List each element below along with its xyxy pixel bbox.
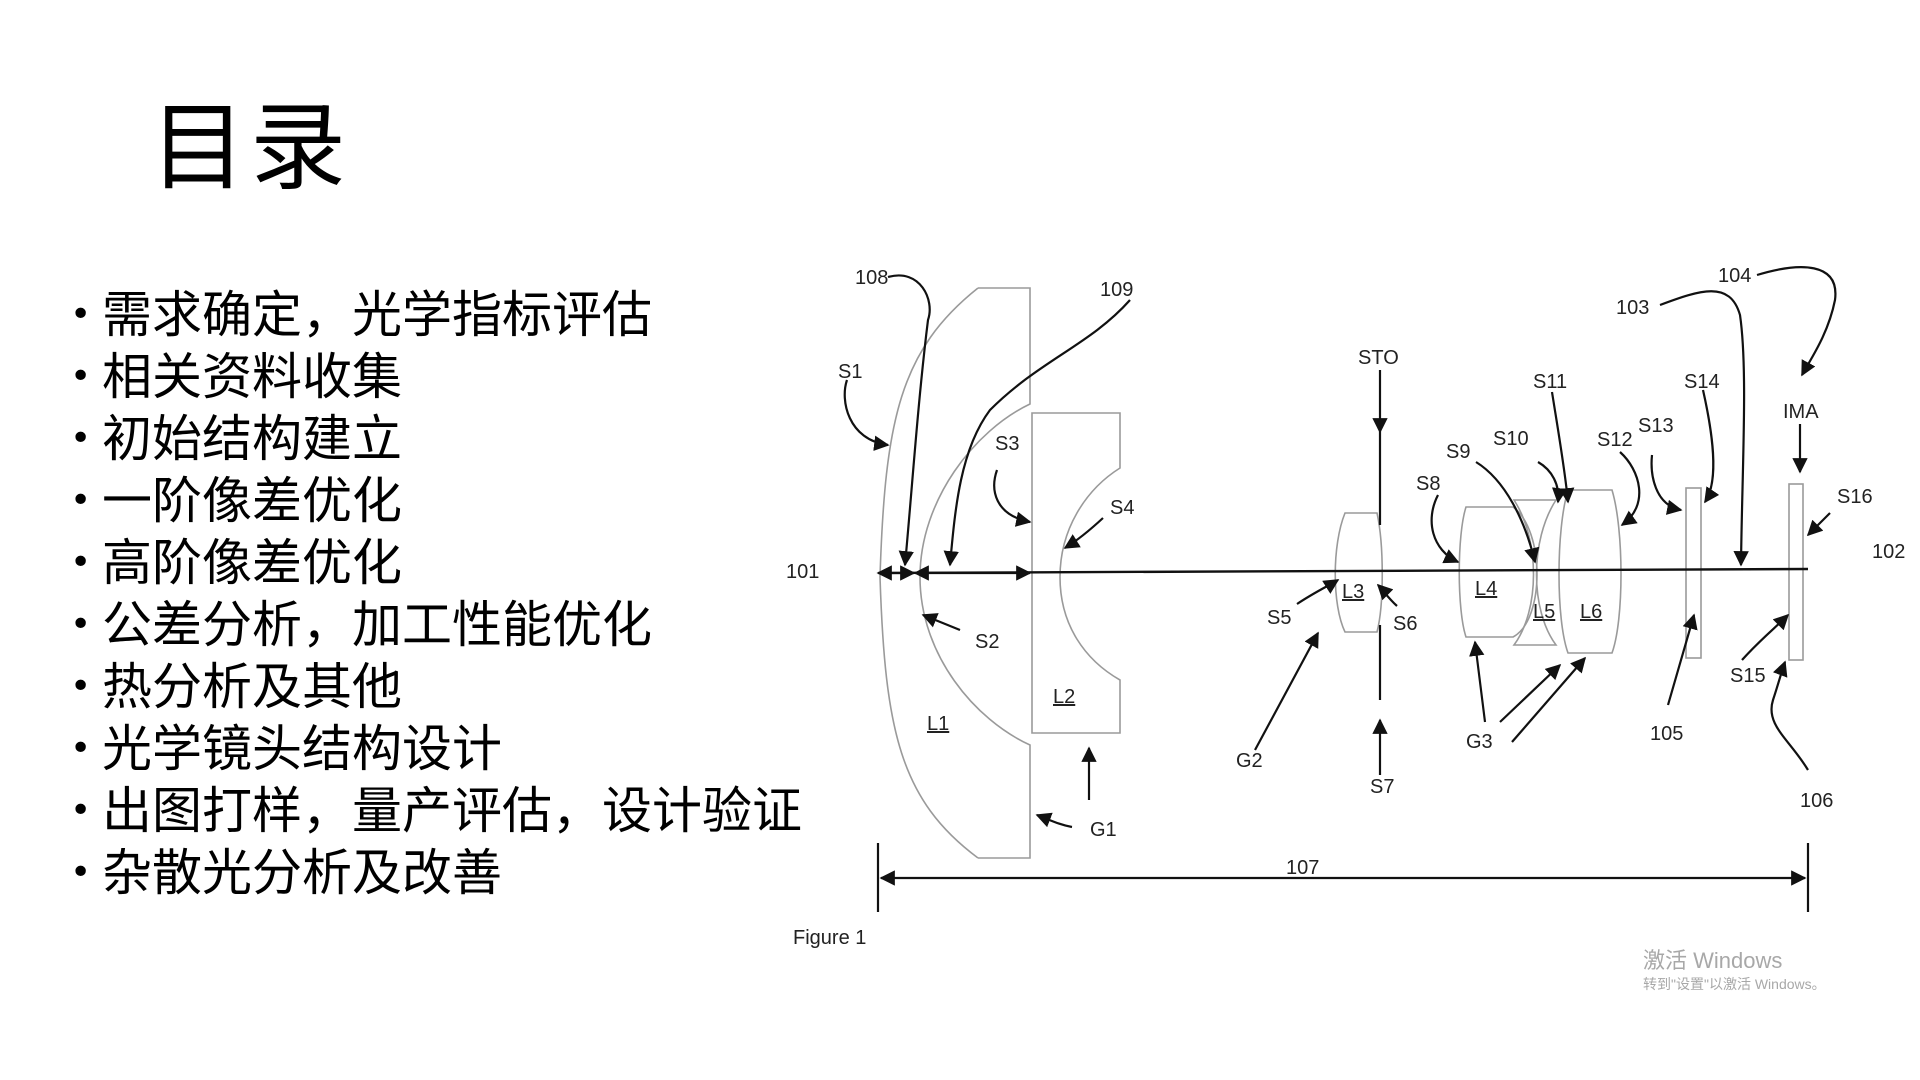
label-s9: S9 [1446, 441, 1470, 463]
leader-s2 [921, 613, 961, 632]
bullet-item: •出图打样，量产评估，设计验证 [70, 782, 802, 840]
leader-s13 [1650, 454, 1683, 515]
label-l6: L6 [1580, 601, 1602, 623]
bullet-item: •相关资料收集 [70, 348, 402, 406]
leader-s15 [1741, 613, 1790, 661]
label-105: 105 [1650, 723, 1683, 745]
bullet-item: •光学镜头结构设计 [70, 720, 502, 778]
bullet-dot: • [70, 418, 92, 459]
leader-g3-b [1499, 663, 1562, 723]
leader-s6 [1376, 583, 1398, 607]
label-l3: L3 [1342, 581, 1364, 603]
bullet-item: •高阶像差优化 [70, 534, 402, 592]
leader-103 [1659, 290, 1749, 567]
bullet-dot: • [70, 604, 92, 645]
leader-104 [1756, 266, 1837, 377]
bullet-dot: • [70, 852, 92, 893]
bullet-item: •热分析及其他 [70, 658, 402, 716]
leader-s8 [1430, 494, 1460, 564]
label-107: 107 [1286, 857, 1319, 879]
lens-l6 [1558, 489, 1622, 654]
label-104: 104 [1718, 265, 1751, 287]
image-plane-106 [1788, 483, 1804, 661]
bullet-dot: • [70, 356, 92, 397]
lens-l4 [1458, 506, 1538, 638]
optical-axis [879, 567, 1809, 575]
leader-108 [887, 274, 931, 567]
label-s3: S3 [995, 433, 1019, 455]
label-108: 108 [855, 267, 888, 289]
label-s15: S15 [1730, 665, 1766, 687]
label-g3: G3 [1466, 731, 1493, 753]
label-s7: S7 [1370, 776, 1394, 798]
label-ima: IMA [1783, 401, 1819, 423]
label-s10: S10 [1493, 428, 1529, 450]
leader-s5 [1296, 579, 1340, 605]
leader-g1-left [1035, 812, 1073, 829]
bullet-item: •公差分析，加工性能优化 [70, 596, 652, 654]
leader-106 [1770, 660, 1809, 771]
watermark-line-1: 激活 Windows [1643, 948, 1783, 973]
label-s4: S4 [1110, 497, 1134, 519]
bullet-item: •初始结构建立 [70, 410, 402, 468]
bullet-item: •需求确定，光学指标评估 [70, 286, 652, 344]
leader-s1 [843, 379, 890, 451]
label-g2: G2 [1236, 750, 1263, 772]
leader-s10 [1537, 461, 1568, 504]
filter-plate-105 [1685, 487, 1702, 659]
figure-caption: Figure 1 [793, 927, 866, 949]
bullet-item: •杂散光分析及改善 [70, 844, 502, 902]
label-s13: S13 [1638, 415, 1674, 437]
leader-s14 [1701, 389, 1720, 504]
leader-109 [943, 299, 1131, 567]
leader-s3 [993, 469, 1032, 527]
leader-s11 [1550, 391, 1575, 504]
label-l2: L2 [1053, 686, 1075, 708]
bullet-item: •一阶像差优化 [70, 472, 402, 530]
lens-l5 [1512, 499, 1558, 646]
label-g1: G1 [1090, 819, 1117, 841]
leader-g3-c [1511, 656, 1587, 743]
label-s2: S2 [975, 631, 999, 653]
label-s12: S12 [1597, 429, 1633, 451]
label-sto: STO [1358, 347, 1399, 369]
label-l5: L5 [1533, 601, 1555, 623]
bullet-dot: • [70, 542, 92, 583]
bullet-dot: • [70, 666, 92, 707]
label-s8: S8 [1416, 473, 1440, 495]
label-s11: S11 [1533, 371, 1567, 393]
leader-s4 [1063, 517, 1104, 549]
label-s5: S5 [1267, 607, 1291, 629]
label-102: 102 [1872, 541, 1905, 563]
bullet-dot: • [70, 294, 92, 335]
leader-s9 [1475, 461, 1540, 564]
bullet-dot: • [70, 728, 92, 769]
label-109: 109 [1100, 279, 1133, 301]
leader-s12 [1619, 451, 1641, 526]
bullet-dot: • [70, 480, 92, 521]
leader-g2 [1254, 631, 1319, 751]
lens-layout-diagram: 108 109 S1 S3 S4 101 S2 L1 L2 G1 STO L3 … [786, 265, 1905, 949]
leader-s16 [1806, 512, 1831, 537]
label-106: 106 [1800, 790, 1833, 812]
bullet-dot: • [70, 790, 92, 831]
label-101: 101 [786, 561, 819, 583]
leader-g3-a [1469, 640, 1487, 723]
windows-activation-watermark: 激活 Windows 转到"设置"以激活 Windows。 [1643, 948, 1826, 994]
label-s14: S14 [1684, 371, 1720, 393]
lens-l2 [1031, 412, 1121, 734]
label-l4: L4 [1475, 578, 1497, 600]
slide-title: 目录 [150, 92, 350, 204]
label-s6: S6 [1393, 613, 1417, 635]
label-s16: S16 [1837, 486, 1873, 508]
lens-l3 [1334, 512, 1384, 633]
label-s1: S1 [838, 361, 862, 383]
bullet-list: •需求确定，光学指标评估 •相关资料收集 •初始结构建立 •一阶像差优化 •高阶… [70, 284, 802, 904]
watermark-line-2: 转到"设置"以激活 Windows。 [1643, 976, 1826, 992]
label-l1: L1 [927, 713, 949, 735]
leader-105 [1666, 613, 1698, 706]
label-103: 103 [1616, 297, 1649, 319]
